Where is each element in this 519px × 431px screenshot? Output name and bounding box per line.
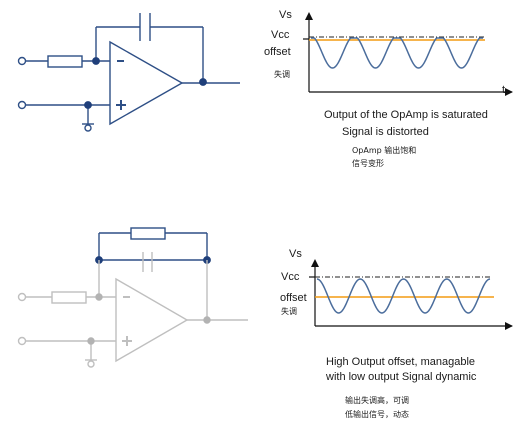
bottom-opamp bbox=[115, 277, 189, 363]
top-waveform bbox=[311, 37, 483, 69]
bottom-node-faded-1 bbox=[95, 293, 103, 301]
bottom-input-terminal-2 bbox=[17, 336, 27, 346]
top-t-label: t bbox=[502, 84, 505, 96]
top-node-2 bbox=[84, 101, 92, 109]
top-node-1 bbox=[92, 57, 100, 65]
bottom-circuit bbox=[17, 227, 248, 368]
top-y-arrow bbox=[305, 12, 313, 20]
bottom-offset-label: offset bbox=[280, 292, 307, 304]
bottom-waveform bbox=[316, 278, 491, 314]
top-caption-line1: Output of the OpAmp is saturated bbox=[324, 109, 488, 121]
top-vs-label: Vs bbox=[279, 9, 292, 21]
bottom-node-faded-2 bbox=[87, 337, 95, 345]
top-node-3 bbox=[199, 78, 207, 86]
top-cn-line1: OpAmp 输出饱和 bbox=[352, 145, 416, 155]
top-offset-cn-label: 失调 bbox=[274, 69, 290, 79]
bottom-offset-cn-label: 失调 bbox=[281, 306, 297, 316]
bottom-graph: Vs Vcc offset 失调 High Output offset, man… bbox=[280, 248, 513, 419]
bottom-caption-line1: High Output offset, managable bbox=[326, 356, 475, 368]
bottom-caption-line2: with low output Signal dynamic bbox=[325, 371, 477, 383]
top-circuit bbox=[17, 13, 240, 132]
top-input-terminal-2 bbox=[17, 100, 27, 110]
top-caption-line2: Signal is distorted bbox=[342, 126, 429, 138]
bottom-vcc-label: Vcc bbox=[281, 271, 300, 283]
bottom-cn-line2: 低输出信号，动态 bbox=[345, 409, 409, 419]
bottom-node-faded-3 bbox=[203, 316, 211, 324]
top-resistor bbox=[47, 55, 83, 68]
top-x-arrow bbox=[505, 88, 513, 96]
top-vcc-label: Vcc bbox=[271, 29, 290, 41]
bottom-feedback-resistor bbox=[130, 227, 166, 240]
bottom-vs-label: Vs bbox=[289, 248, 302, 260]
bottom-ground-terminal bbox=[87, 360, 95, 368]
bottom-x-arrow bbox=[505, 322, 513, 330]
bottom-y-arrow bbox=[311, 259, 319, 267]
bottom-input-resistor bbox=[51, 291, 87, 304]
top-opamp bbox=[109, 40, 184, 126]
top-cn-line2: 信号变形 bbox=[352, 158, 384, 168]
bottom-input-terminal-1 bbox=[17, 292, 27, 302]
top-ground-terminal bbox=[84, 124, 92, 132]
bottom-cn-line1: 输出失调高，可调 bbox=[345, 395, 409, 405]
top-offset-label: offset bbox=[264, 46, 291, 58]
top-input-terminal-1 bbox=[17, 56, 27, 66]
top-graph: Vs t Vcc offset 失调 Output of the OpAmp i… bbox=[264, 9, 513, 168]
